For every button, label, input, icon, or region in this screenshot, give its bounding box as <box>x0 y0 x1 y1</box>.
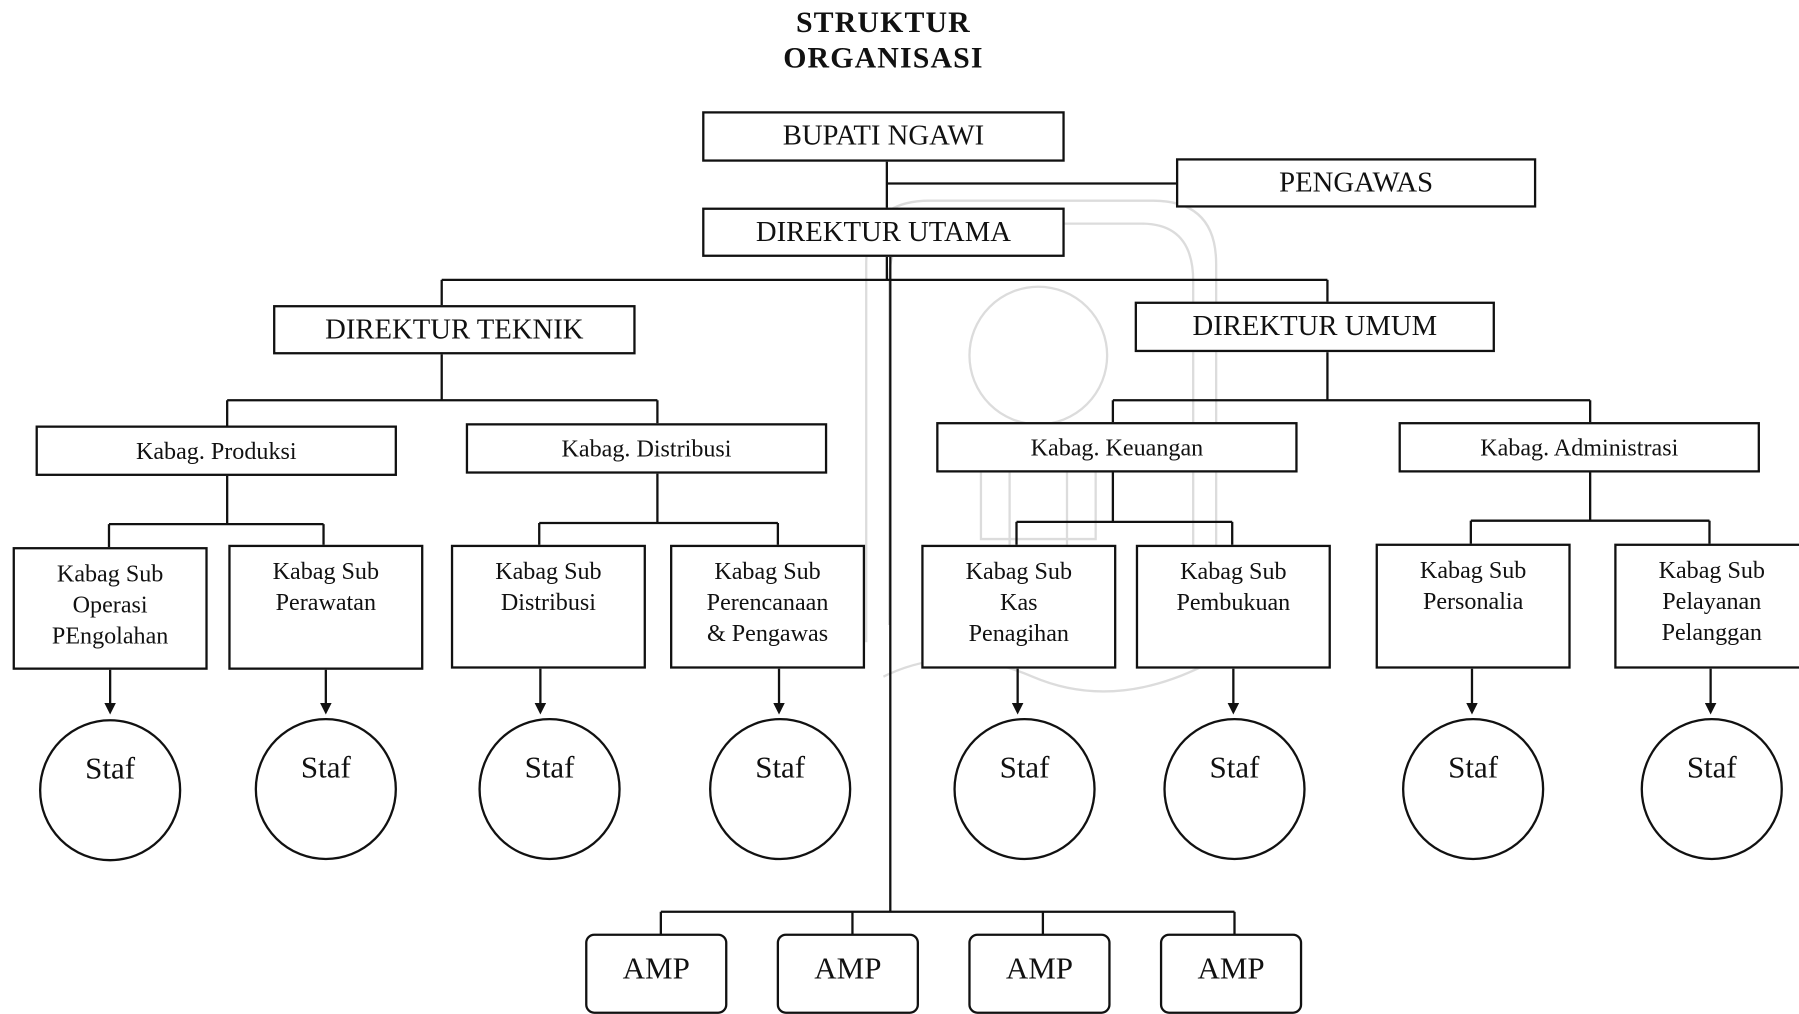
direktur-utama-box: DIREKTUR UTAMA <box>702 207 1065 257</box>
staf-circle: Staf <box>39 719 182 862</box>
kabag-administrasi-box: Kabag. Administrasi <box>1398 422 1760 473</box>
staf-circle: Staf <box>1163 717 1306 861</box>
direktur-umum-box: DIREKTUR UMUM <box>1134 301 1495 353</box>
sub-box-personalia: Kabag Sub Personalia <box>1375 543 1571 669</box>
staf-circle: Staf <box>1640 717 1783 861</box>
bupati-box: BUPATI NGAWI <box>702 111 1065 162</box>
sub-box-kas-penagihan: Kabag Sub Kas Penagihan <box>921 544 1117 669</box>
kabag-distribusi-box: Kabag. Distribusi <box>465 423 828 474</box>
kabag-keuangan-box: Kabag. Keuangan <box>936 422 1298 473</box>
staf-circle: Staf <box>709 717 852 861</box>
sub-box-operasi-pengolahan: Kabag Sub Operasi PEngolahan <box>12 547 208 670</box>
sub-box-pembukuan: Kabag Sub Pembukuan <box>1135 544 1331 669</box>
amp-box: AMP <box>776 933 919 1014</box>
staf-circle: Staf <box>1402 717 1545 861</box>
sub-box-distribusi: Kabag Sub Distribusi <box>450 544 646 669</box>
pengawas-box: PENGAWAS <box>1175 158 1537 208</box>
chart-title-line1: STRUKTUR <box>795 5 971 39</box>
kabag-produksi-box: Kabag. Produksi <box>35 425 397 476</box>
chart-title-line2: ORGANISASI <box>783 41 984 75</box>
direktur-teknik-box: DIREKTUR TEKNIK <box>273 305 636 355</box>
sub-box-pelayanan-pelanggan: Kabag Sub Pelayanan Pelanggan <box>1614 543 1799 669</box>
amp-box: AMP <box>968 933 1111 1014</box>
staf-circle: Staf <box>478 717 621 861</box>
staf-circle: Staf <box>254 717 397 861</box>
sub-box-perawatan: Kabag Sub Perawatan <box>228 544 424 670</box>
amp-box: AMP <box>585 933 728 1014</box>
sub-box-perencanaan-pengawas: Kabag Sub Perencanaan & Pengawas <box>670 544 866 669</box>
amp-box: AMP <box>1159 933 1303 1014</box>
staf-circle: Staf <box>953 717 1096 861</box>
